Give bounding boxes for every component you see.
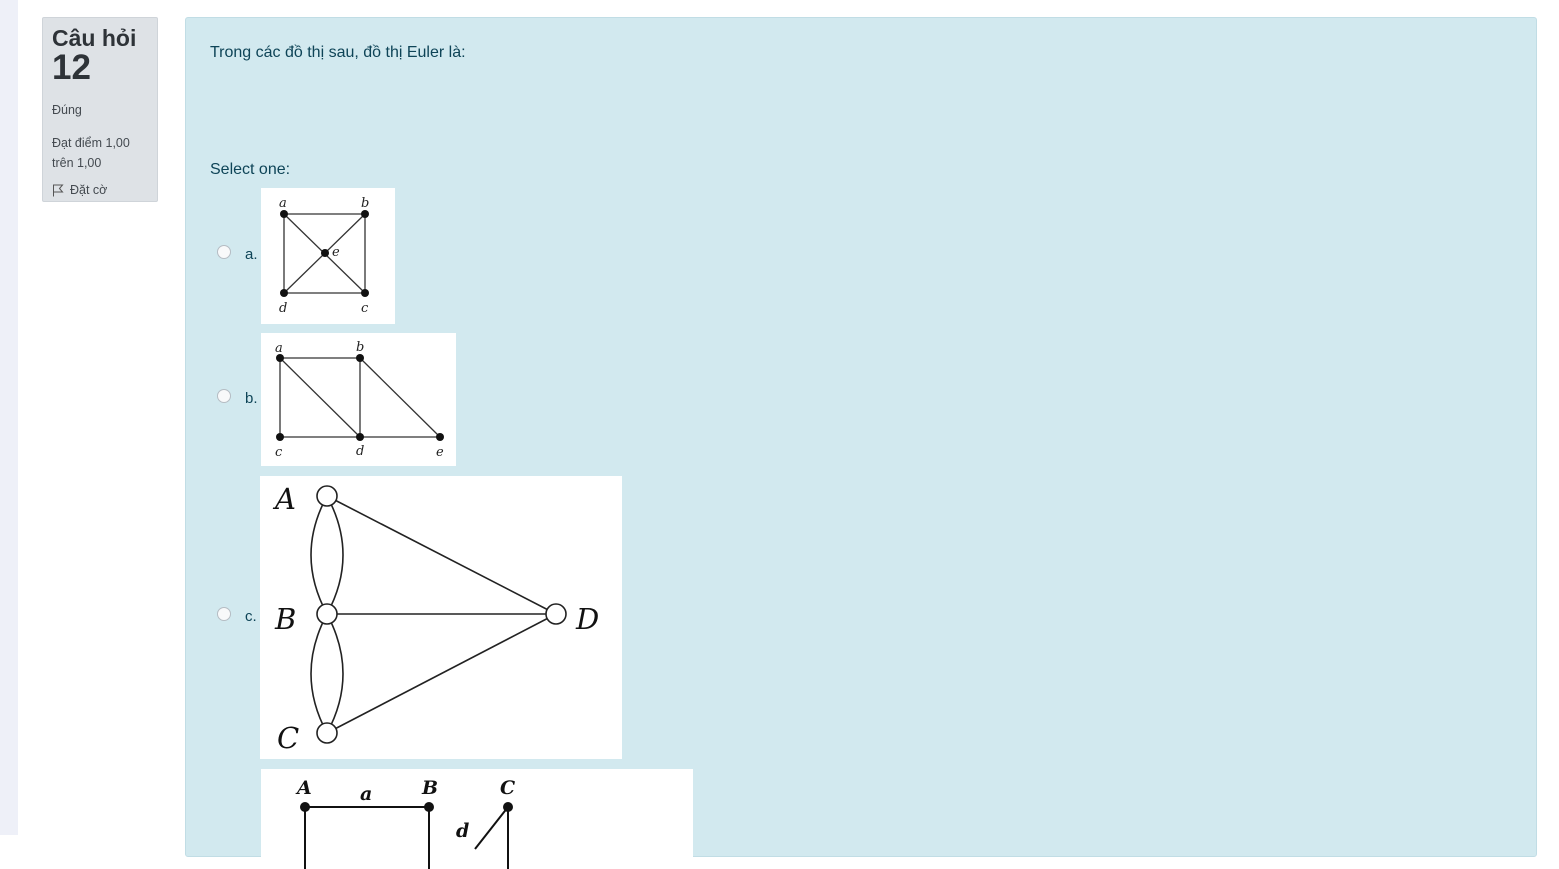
vertex-label: e (436, 445, 444, 460)
answer-option-b[interactable]: b. a (186, 333, 786, 466)
question-text: Trong các đồ thị sau, đồ thị Euler là: (210, 44, 466, 61)
answer-option-d[interactable]: A B C a d (186, 769, 786, 869)
vertex-label: b (361, 196, 369, 211)
vertex-label: c (275, 445, 283, 460)
flag-label: Đặt cờ (70, 183, 108, 197)
answer-option-a[interactable]: a. a (186, 188, 786, 324)
question-state: Đúng (52, 103, 82, 117)
vertex-label: A (272, 482, 296, 516)
edge-label: a (360, 783, 372, 805)
vertex-label: B (421, 777, 438, 799)
flag-question-button[interactable]: Đặt cờ (52, 183, 157, 197)
left-edge-strip (0, 0, 18, 835)
answer-option-c[interactable]: c. A (186, 476, 786, 759)
edge-label: d (456, 820, 469, 842)
question-number: 12 (52, 48, 91, 87)
vertex-label: A (295, 777, 312, 799)
flag-icon (53, 184, 64, 196)
answer-letter-a: a. (245, 246, 258, 263)
vertex-label: D (575, 602, 599, 636)
answer-radio-b[interactable] (217, 389, 231, 403)
vertex-label: C (500, 777, 515, 799)
vertex-label: a (279, 196, 287, 211)
answer-graph-b: a b c d e (261, 333, 456, 466)
answer-graph-c: A B C D (260, 476, 622, 759)
answer-graph-a: a b e d c (261, 188, 395, 324)
answer-graph-d: A B C a d (261, 769, 693, 869)
vertex-label: d (356, 444, 364, 459)
vertex-label: B (274, 602, 296, 636)
question-content: Trong các đồ thị sau, đồ thị Euler là: S… (185, 17, 1537, 869)
vertex-label: a (275, 341, 283, 356)
answer-letter-b: b. (245, 390, 258, 407)
question-info-panel: Câu hỏi 12 Đúng Đạt điểm 1,00 trên 1,00 … (42, 17, 158, 202)
question-grade: Đạt điểm 1,00 trên 1,00 (52, 136, 130, 170)
vertex-label: c (361, 301, 369, 316)
answer-radio-c[interactable] (217, 607, 231, 621)
vertex-label: e (332, 245, 340, 260)
answer-letter-c: c. (245, 608, 257, 625)
vertex-label: C (277, 721, 299, 755)
vertex-label: d (279, 301, 287, 316)
answer-radio-a[interactable] (217, 245, 231, 259)
question-title: Câu hỏi (52, 25, 137, 51)
select-one-prompt: Select one: (210, 161, 291, 178)
vertex-label: b (356, 340, 364, 355)
